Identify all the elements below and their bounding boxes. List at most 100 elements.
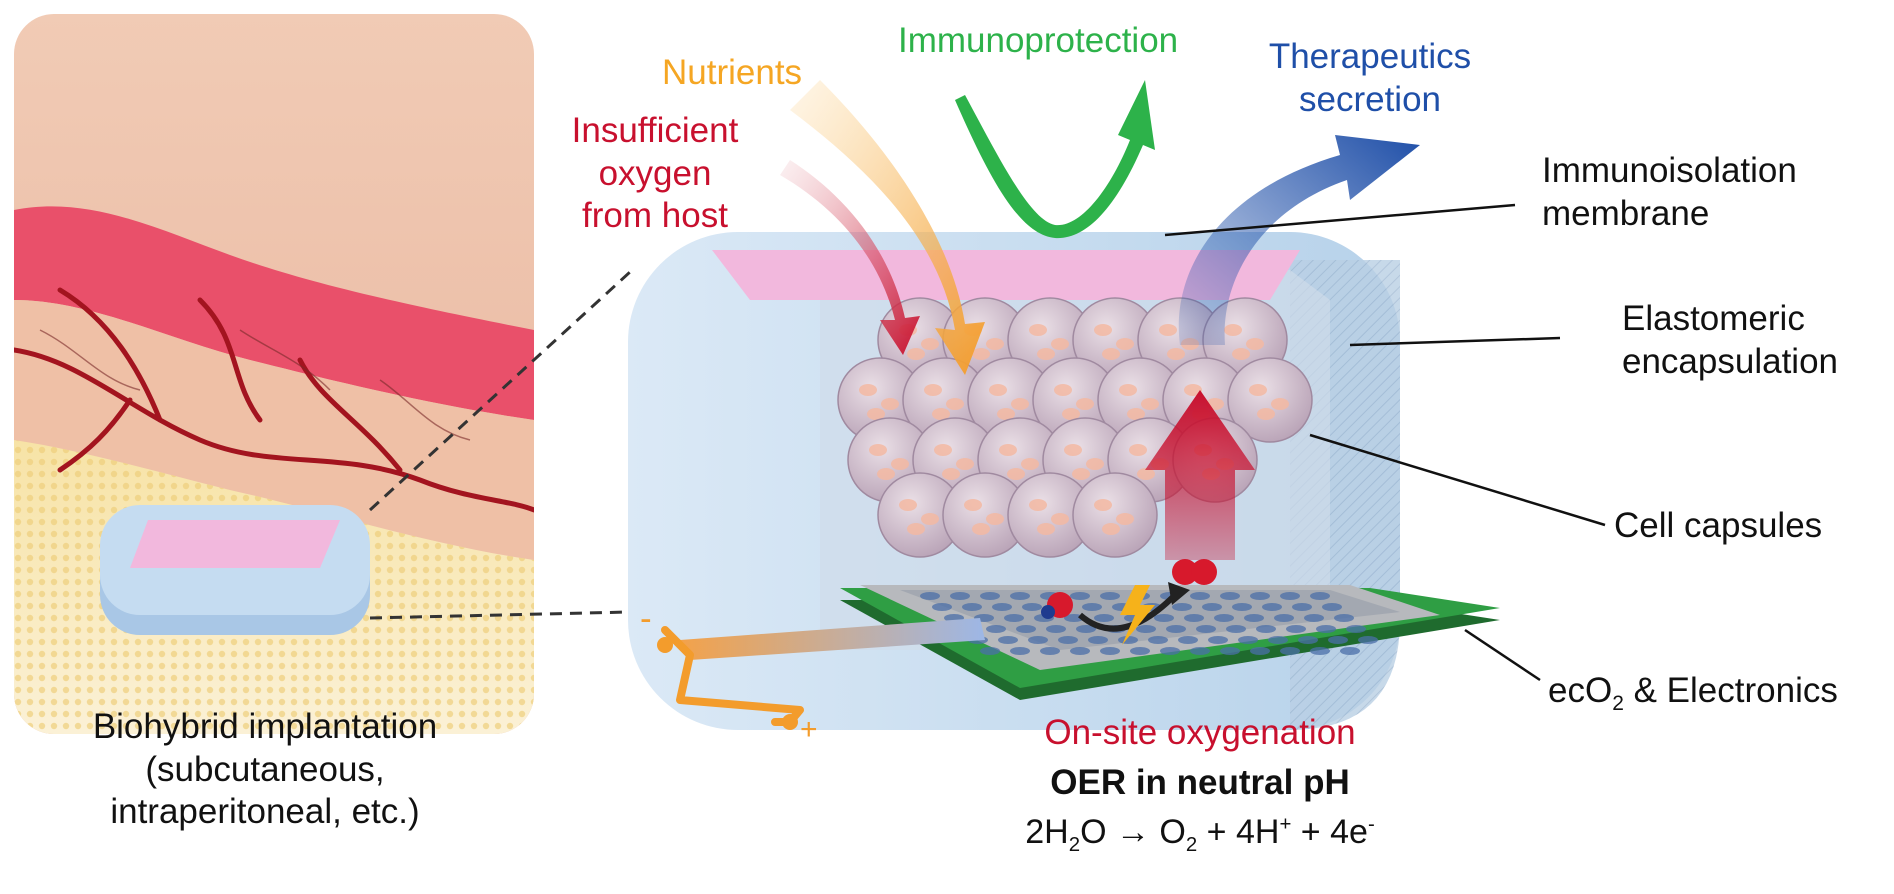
- cell-nucleus: [907, 348, 925, 360]
- electrode-pad: [1232, 603, 1252, 611]
- electrode-pad: [1040, 647, 1060, 655]
- electrode-pad: [1322, 603, 1342, 611]
- electrode-pad: [1010, 647, 1030, 655]
- caption-line-1: Biohybrid implantation: [92, 707, 438, 746]
- electrode-pad: [1130, 647, 1150, 655]
- cell-nucleus: [1051, 338, 1069, 350]
- oxygen-label-line-3: from host: [582, 196, 728, 236]
- electrode-pad: [1190, 647, 1210, 655]
- electronics-post: & Electronics: [1623, 671, 1838, 710]
- therapeutics-label-line-1: Therapeutics: [1268, 37, 1472, 76]
- cell-nucleus: [1184, 384, 1202, 396]
- immunoprotection-label: Immunoprotection: [898, 21, 1179, 60]
- cell-nucleus: [924, 384, 942, 396]
- electrode-pad: [1160, 647, 1180, 655]
- electrode-pad: [1346, 625, 1366, 633]
- electrode-pad: [1058, 636, 1078, 644]
- cell-capsule: [1072, 472, 1158, 558]
- cell-nucleus: [964, 499, 982, 511]
- electrode-pad: [986, 625, 1006, 633]
- electrode-pad: [1118, 636, 1138, 644]
- electrode-pad: [1280, 592, 1300, 600]
- oxygen-label: Insufficient oxygen from host: [540, 110, 770, 238]
- electrode-pad: [1214, 614, 1234, 622]
- cell-nucleus: [1271, 398, 1289, 410]
- electrode-pad: [1010, 592, 1030, 600]
- oxygen-label-line-2: oxygen: [598, 153, 712, 193]
- cell-nucleus: [891, 458, 909, 470]
- dermis-layer: [14, 206, 534, 420]
- electrode-pad: [1292, 603, 1312, 611]
- electrode-pad: [1244, 614, 1264, 622]
- cell-nucleus: [1029, 324, 1047, 336]
- reaction-subtitle: OER in neutral pH: [1050, 763, 1350, 802]
- cell-nucleus: [1257, 408, 1275, 420]
- electrode-pad: [1064, 614, 1084, 622]
- electrode-pad: [1220, 647, 1240, 655]
- cell-nucleus: [1094, 499, 1112, 511]
- electrode-pad: [1184, 614, 1204, 622]
- electrode-pad: [1238, 636, 1258, 644]
- electrode-pad: [1004, 614, 1024, 622]
- cell-nucleus: [942, 468, 960, 480]
- tissue-cross-section: [14, 14, 534, 734]
- electrode-pad: [1280, 647, 1300, 655]
- electrode-pad: [1358, 636, 1378, 644]
- electrode-pad: [1100, 592, 1120, 600]
- cell-nucleus: [869, 444, 887, 456]
- electrode-pad: [1016, 625, 1036, 633]
- cell-nucleus: [932, 408, 950, 420]
- callout-lines: [1164, 203, 1606, 682]
- electronics-label: ecO2 & Electronics: [1548, 670, 1838, 717]
- electrode-pad: [1094, 614, 1114, 622]
- eq-sub-1: 2: [1068, 833, 1081, 856]
- eq-part-a: 2H: [1025, 813, 1069, 851]
- plus-sign: +: [800, 713, 818, 746]
- cell-nucleus: [972, 523, 990, 535]
- electrode-pad: [1256, 625, 1276, 633]
- electrode-pad: [950, 592, 970, 600]
- electronics-pre: ecO: [1548, 671, 1613, 710]
- cell-nucleus: [907, 523, 925, 535]
- reaction-equation: 2H2O → O2 + 4H+ + 4e-: [960, 812, 1440, 858]
- electrode-pad: [1298, 636, 1318, 644]
- cell-nucleus: [1007, 468, 1025, 480]
- lightning-icon: [1120, 585, 1155, 645]
- electrode-pad: [1340, 647, 1360, 655]
- cell-nucleus: [956, 458, 974, 470]
- encapsulation-label-line-2: encapsulation: [1622, 341, 1838, 381]
- cell-nucleus: [877, 468, 895, 480]
- cell-nucleus: [1037, 523, 1055, 535]
- small-implant: [100, 505, 370, 635]
- electrode-pad: [1070, 647, 1090, 655]
- cell-nucleus: [1072, 468, 1090, 480]
- cell-nucleus: [1062, 408, 1080, 420]
- cell-nucleus: [1116, 338, 1134, 350]
- eq-sup-2: -: [1367, 813, 1375, 836]
- cell-nucleus: [1102, 348, 1120, 360]
- eq-part-c: + 4H: [1197, 813, 1280, 851]
- cell-nucleus: [972, 348, 990, 360]
- implantation-caption: Biohybrid implantation (subcutaneous, in…: [40, 706, 490, 834]
- electrode-pad: [1100, 647, 1120, 655]
- electrode-pad: [1136, 625, 1156, 633]
- cell-nucleus: [1232, 348, 1250, 360]
- cell-capsule: [1227, 357, 1313, 443]
- cell-nucleus: [989, 384, 1007, 396]
- therapeutics-arrow: [1178, 135, 1420, 345]
- electrode-pad: [920, 592, 940, 600]
- electrode-pad: [1310, 592, 1330, 600]
- electrode-pad: [1166, 625, 1186, 633]
- caption-line-2: (subcutaneous,: [145, 749, 385, 789]
- encapsulation-label: Elastomeric encapsulation: [1622, 298, 1838, 383]
- cell-nucleus: [1021, 458, 1039, 470]
- zoom-leader-lines: [368, 270, 632, 620]
- eq-sup-1: +: [1279, 813, 1292, 836]
- electrode-pad: [1046, 625, 1066, 633]
- cell-nucleus: [1051, 513, 1069, 525]
- cell-nucleus: [867, 408, 885, 420]
- cell-capsules-label: Cell capsules: [1614, 506, 1823, 545]
- cell-nucleus: [1129, 444, 1147, 456]
- therapeutics-label: Therapeutics secretion: [1250, 36, 1490, 121]
- electrode-pad: [1148, 636, 1168, 644]
